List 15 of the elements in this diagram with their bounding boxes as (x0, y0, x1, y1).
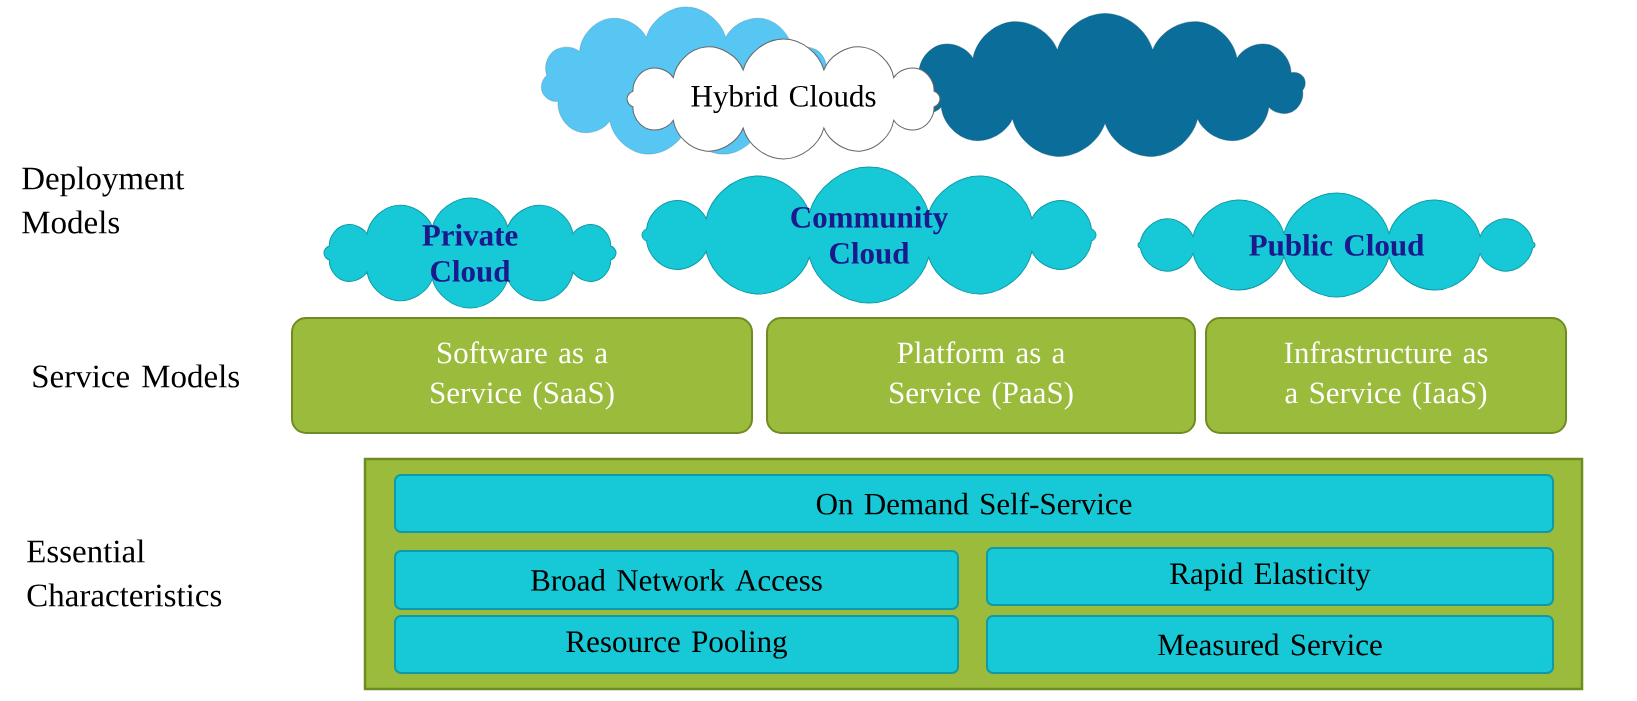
service-box: Infrastructure as a Service (IaaS) (1205, 317, 1567, 434)
cloud: Public Cloud (1137, 192, 1536, 298)
characteristic-box: Measured Service (986, 615, 1554, 674)
service-box: Software as a Service (SaaS) (291, 317, 753, 434)
characteristic-box: Resource Pooling (394, 615, 959, 674)
characteristic-box: On Demand Self-Service (394, 474, 1554, 533)
row-label: Deployment Models (22, 166, 185, 234)
row-label: Service Models (33, 364, 239, 388)
characteristic-box: Broad Network Access (394, 550, 959, 610)
row-label: Essential Characteristics (27, 539, 222, 607)
service-box: Platform as a Service (PaaS) (766, 317, 1196, 434)
cloud: Private Cloud (323, 197, 617, 309)
characteristic-box: Rapid Elasticity (986, 547, 1554, 606)
cloud: Hybrid Clouds (626, 38, 941, 160)
cloud: Community Cloud (641, 166, 1097, 304)
